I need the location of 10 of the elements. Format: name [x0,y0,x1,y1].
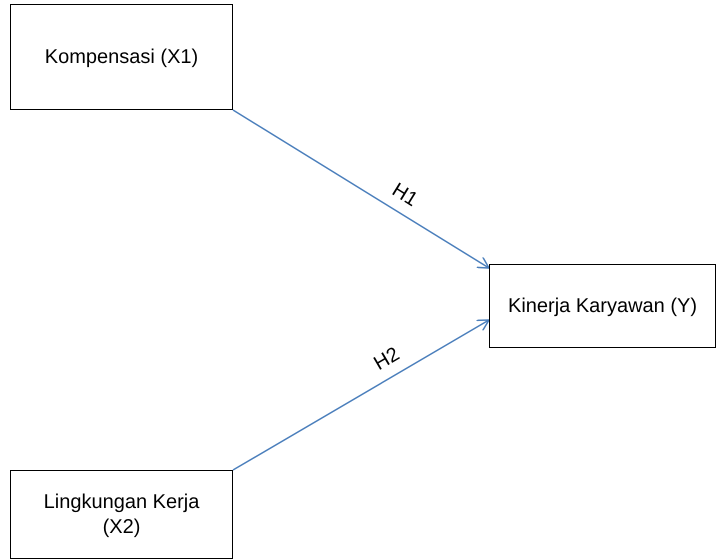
edge-label: H2 [371,344,404,374]
variable-label: Kinerja Karyawan (Y) [508,294,697,318]
variable-label: Lingkungan Kerja (X2) [42,490,200,540]
variable-box [489,264,716,348]
arrow [232,319,490,471]
variable-box [10,470,233,559]
arrow [232,109,490,269]
variable-label: Kompensasi (X1) [44,44,198,70]
edge-label: H1 [389,179,422,210]
variable-box [10,4,233,110]
